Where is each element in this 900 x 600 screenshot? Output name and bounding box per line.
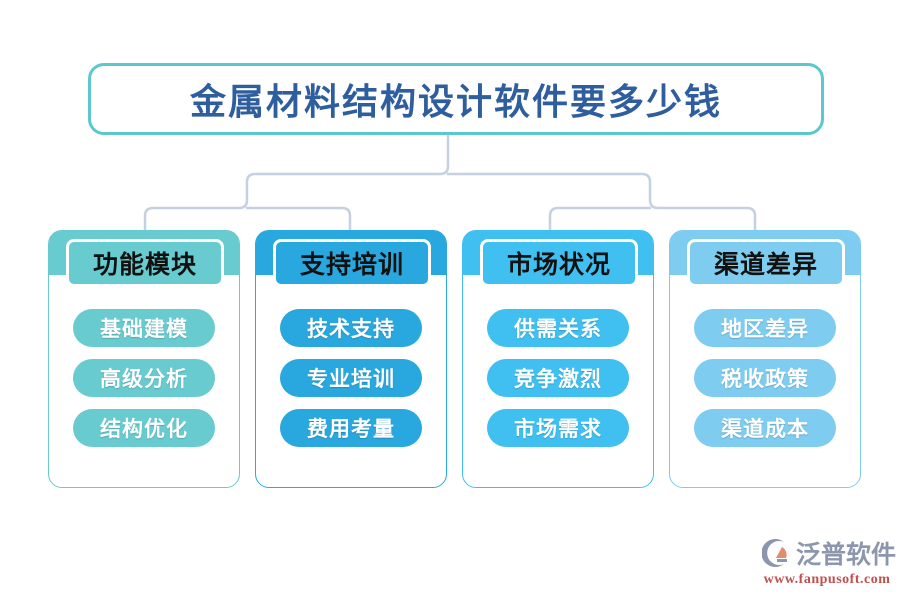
list-item[interactable]: 基础建模: [73, 309, 215, 347]
list-item-label: 基础建模: [100, 317, 188, 341]
logo-brand-text: 泛普软件: [796, 542, 897, 569]
list-item-label: 结构优化: [100, 417, 188, 441]
column-header-functional-modules[interactable]: 功能模块: [66, 239, 224, 287]
list-item-label: 技术支持: [307, 317, 395, 341]
logo-url-text: www.fanpusoft.com: [763, 572, 891, 587]
column-header-label: 支持培训: [299, 252, 404, 279]
column-card-channel-difference[interactable]: 渠道差异 地区差异 税收政策 渠道成本: [669, 230, 861, 488]
list-item[interactable]: 费用考量: [280, 409, 422, 447]
watermark-logo: 泛普软件 www.fanpusoft.com: [762, 535, 896, 591]
list-item[interactable]: 竞争激烈: [487, 359, 629, 397]
list-item[interactable]: 高级分析: [73, 359, 215, 397]
column-card-support-training[interactable]: 支持培训 技术支持 专业培训 费用考量: [255, 230, 447, 488]
list-item[interactable]: 市场需求: [487, 409, 629, 447]
list-item[interactable]: 专业培训: [280, 359, 422, 397]
list-item[interactable]: 技术支持: [280, 309, 422, 347]
column-header-channel-difference[interactable]: 渠道差异: [687, 239, 845, 287]
column-item-list: 地区差异 税收政策 渠道成本: [670, 309, 860, 447]
list-item-label: 竞争激烈: [514, 367, 602, 391]
list-item[interactable]: 渠道成本: [694, 409, 836, 447]
logo-row: 泛普软件: [762, 535, 896, 571]
column-header-label: 市场状况: [506, 252, 611, 279]
column-card-market-status[interactable]: 市场状况 供需关系 竞争激烈 市场需求: [462, 230, 654, 488]
column-header-market-status[interactable]: 市场状况: [480, 239, 638, 287]
page-title: 金属材料结构设计软件要多少钱: [88, 63, 824, 135]
list-item-label: 专业培训: [307, 367, 395, 391]
column-item-list: 基础建模 高级分析 结构优化: [49, 309, 239, 447]
fanpu-logo-icon: [762, 539, 787, 567]
list-item-label: 高级分析: [100, 367, 188, 391]
column-item-list: 技术支持 专业培训 费用考量: [256, 309, 446, 447]
column-header-label: 渠道差异: [713, 252, 818, 279]
column-header-label: 功能模块: [92, 252, 197, 279]
list-item-label: 地区差异: [721, 317, 809, 341]
column-card-functional-modules[interactable]: 功能模块 基础建模 高级分析 结构优化: [48, 230, 240, 488]
page-title-text: 金属材料结构设计软件要多少钱: [189, 82, 722, 122]
list-item-label: 费用考量: [307, 417, 395, 441]
column-item-list: 供需关系 竞争激烈 市场需求: [463, 309, 653, 447]
list-item-label: 税收政策: [721, 367, 809, 391]
list-item-label: 供需关系: [514, 317, 602, 341]
list-item-label: 渠道成本: [721, 417, 809, 441]
list-item-label: 市场需求: [514, 417, 602, 441]
list-item[interactable]: 地区差异: [694, 309, 836, 347]
list-item[interactable]: 供需关系: [487, 309, 629, 347]
list-item[interactable]: 税收政策: [694, 359, 836, 397]
column-header-support-training[interactable]: 支持培训: [273, 239, 431, 287]
list-item[interactable]: 结构优化: [73, 409, 215, 447]
